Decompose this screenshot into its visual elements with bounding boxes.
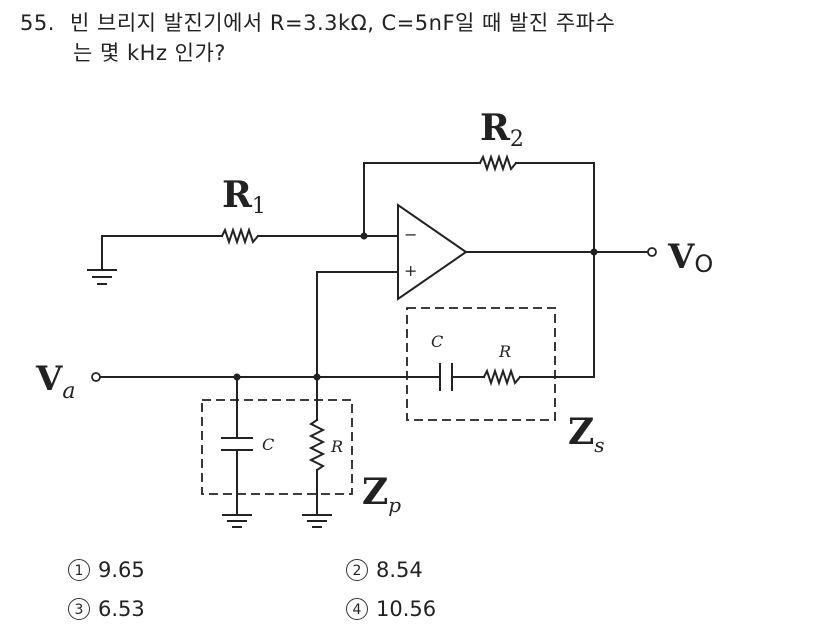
zp-resistor xyxy=(308,418,326,472)
va-terminal xyxy=(91,372,101,382)
vo-terminal xyxy=(647,247,657,257)
op-amp xyxy=(397,203,468,301)
op-amp-plus-sign: + xyxy=(404,261,417,280)
wien-bridge-circuit-diagram: R1 R2 VO Va Zs Zp C R C R − + xyxy=(35,107,713,528)
option-4-mark: 4 xyxy=(346,598,368,620)
r2-resistor xyxy=(478,153,518,173)
va-label: Va xyxy=(35,359,76,404)
option-2-value: 8.54 xyxy=(376,558,423,582)
junction-dot xyxy=(233,373,241,381)
option-1-value: 9.65 xyxy=(98,558,145,582)
r1-resistor xyxy=(220,226,260,246)
zp-label: Zp xyxy=(362,471,401,517)
r2-label: R2 xyxy=(480,107,524,152)
option-4-value: 10.56 xyxy=(376,597,437,621)
question-body: 빈 브리지 발진기에서 R=3.3kΩ, C=5nF일 때 발진 주파수 xyxy=(70,11,616,35)
zp-resistor-label: R xyxy=(330,437,343,456)
op-amp-minus-sign: − xyxy=(404,225,417,244)
ground-symbol-zp-capacitor xyxy=(222,514,252,528)
feedback-wire xyxy=(363,162,595,253)
zs-capacitor-label: C xyxy=(431,332,443,351)
zs-resistor xyxy=(482,367,522,387)
option-2-mark: 2 xyxy=(346,559,368,581)
zs-dashed-box xyxy=(406,307,556,421)
junction-dot xyxy=(360,232,368,240)
r1-label: R1 xyxy=(222,174,266,219)
zp-capacitor-label: C xyxy=(262,435,274,454)
question-line-1: 55. 빈 브리지 발진기에서 R=3.3kΩ, C=5nF일 때 발진 주파수 xyxy=(20,8,615,38)
junction-dot xyxy=(313,373,321,381)
question-line-2: 는 몇 kHz 인가? xyxy=(73,41,226,65)
option-1-mark: 1 xyxy=(68,559,90,581)
option-3-mark: 3 xyxy=(68,598,90,620)
junction-dot xyxy=(590,248,598,256)
zs-label: Zs xyxy=(568,411,605,457)
zs-resistor-label: R xyxy=(498,342,511,361)
op-amp-plus-input xyxy=(316,271,399,378)
vo-label: VO xyxy=(667,237,713,278)
ground-symbol-left xyxy=(87,269,117,285)
option-3-value: 6.53 xyxy=(98,597,145,621)
output-to-zs-wire xyxy=(519,251,595,378)
question-number: 55. xyxy=(20,11,55,35)
ground-symbol-zp-resistor xyxy=(302,514,332,528)
zp-dashed-box xyxy=(201,399,353,495)
question-text: 55.빈 브리지 발진기에서 R=3.3kΩ, C=5nF일 때 발진 주파수 … xyxy=(20,8,615,68)
